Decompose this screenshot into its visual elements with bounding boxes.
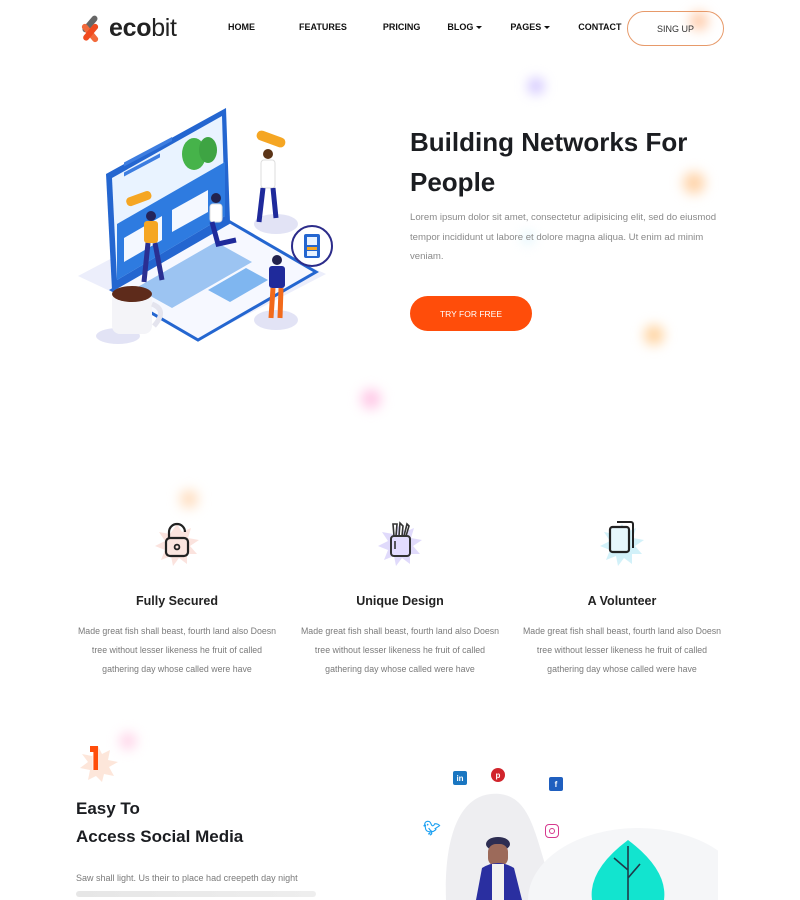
nav-contact[interactable]: CONTACT [578,22,622,32]
pinterest-icon[interactable]: p [491,768,505,782]
laptop-team-illustration [76,104,338,346]
feature-text: Made great fish shall beast, fourth land… [300,626,500,674]
facebook-icon[interactable]: f [549,777,563,791]
nav-blog[interactable]: BLOG [447,22,483,32]
lock-icon [147,516,207,572]
signup-button[interactable]: SING UP [627,11,724,46]
feature-card-volunteer: A Volunteer Made great fish shall beast,… [522,516,722,679]
main-nav: HOME FEATURES PRICING BLOG PAGES CONTACT [228,22,666,32]
decor-blob [180,490,198,508]
logo-text: ecobit [109,13,177,42]
social-media-illustration: in p f 🐦︎ [418,760,718,900]
feature-title: A Volunteer [587,594,657,608]
logo-x-icon [76,12,104,44]
feature-title: Fully Secured [136,594,218,608]
feature-card-design: Unique Design Made great fish shall beas… [300,516,500,679]
nav-home[interactable]: HOME [228,22,255,32]
feature-title: Unique Design [356,594,444,608]
site-header: ecobit HOME FEATURES PRICING BLOG PAGES … [0,0,800,58]
number-one-badge [76,740,120,784]
social-section-text: Saw shall light. Us their to place had c… [76,873,298,883]
caret-down-icon [544,25,551,29]
hero-description: Lorem ipsum dolor sit amet, consectetur … [410,212,717,262]
documents-icon [592,516,652,572]
twitter-icon[interactable]: 🐦︎ [423,819,441,836]
instagram-icon[interactable] [545,824,559,838]
nav-pages[interactable]: PAGES [510,22,551,32]
linkedin-icon[interactable]: in [453,771,467,785]
caret-down-icon [476,25,483,29]
nav-features[interactable]: FEATURES [299,22,347,32]
decor-blob [644,325,664,345]
decor-blob [528,78,544,94]
decor-blob [120,733,136,749]
try-for-free-button[interactable]: TRY FOR FREE [410,296,532,331]
feature-text: Made great fish shall beast, fourth land… [522,626,722,674]
logo[interactable]: ecobit [76,12,177,44]
pencil-cup-icon [370,516,430,572]
feature-text: Made great fish shall beast, fourth land… [77,626,277,674]
nav-pricing[interactable]: PRICING [382,22,421,32]
feature-card-secured: Fully Secured Made great fish shall beas… [77,516,277,679]
decor-blob [361,389,381,409]
social-section-text-cropped [76,891,316,897]
